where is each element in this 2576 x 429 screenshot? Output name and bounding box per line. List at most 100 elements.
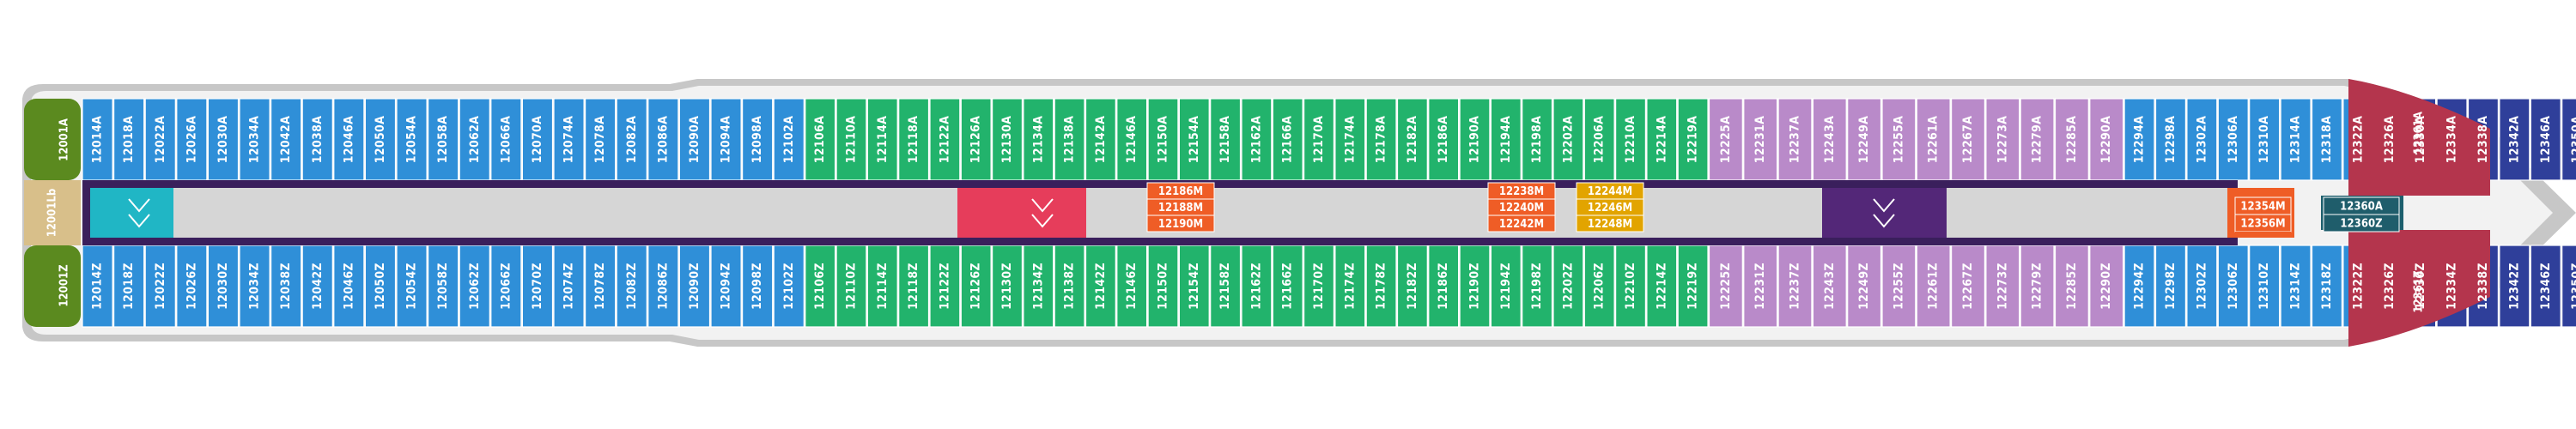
bottom-cabin[interactable]: [1023, 245, 1054, 328]
bottom-cabin[interactable]: [647, 245, 679, 328]
bottom-cabin[interactable]: [2530, 245, 2561, 328]
bottom-cabin[interactable]: [428, 245, 459, 328]
aft-top-cabin[interactable]: [24, 99, 81, 180]
bottom-cabin[interactable]: [333, 245, 365, 328]
bottom-cabin[interactable]: [2054, 245, 2089, 328]
bottom-cabin[interactable]: [1614, 245, 1646, 328]
bottom-cabin[interactable]: [144, 245, 176, 328]
top-cabin[interactable]: [553, 98, 585, 181]
center-cabin-block[interactable]: [1146, 214, 1215, 233]
top-cabin[interactable]: [1210, 98, 1242, 181]
bottom-cabin[interactable]: [2089, 245, 2124, 328]
bottom-cabin[interactable]: [1881, 245, 1917, 328]
bottom-cabin[interactable]: [490, 245, 522, 328]
top-cabin[interactable]: [1084, 98, 1116, 181]
bottom-cabin[interactable]: [1428, 245, 1460, 328]
bottom-cabin[interactable]: [1708, 245, 1743, 328]
top-cabin[interactable]: [1303, 98, 1334, 181]
top-cabin[interactable]: [991, 98, 1023, 181]
bottom-cabin[interactable]: [521, 245, 554, 328]
bottom-cabin[interactable]: [1985, 245, 2020, 328]
top-cabin[interactable]: [2054, 98, 2089, 181]
top-cabin[interactable]: [1241, 98, 1273, 181]
top-cabin[interactable]: [1881, 98, 1917, 181]
bottom-cabin[interactable]: [1583, 245, 1615, 328]
bottom-cabin[interactable]: [1272, 245, 1303, 328]
bottom-cabin[interactable]: [1646, 245, 1678, 328]
top-cabin[interactable]: [239, 98, 270, 181]
bottom-cabin[interactable]: [1522, 245, 1553, 328]
top-cabin[interactable]: [1646, 98, 1678, 181]
top-cabin[interactable]: [647, 98, 679, 181]
top-cabin[interactable]: [1054, 98, 1085, 181]
top-cabin[interactable]: [2561, 98, 2576, 181]
top-cabin[interactable]: [490, 98, 522, 181]
top-cabin[interactable]: [113, 98, 145, 181]
top-cabin[interactable]: [1552, 98, 1584, 181]
bottom-cabin[interactable]: [1812, 245, 1847, 328]
bottom-cabin[interactable]: [459, 245, 490, 328]
bottom-cabin[interactable]: [2561, 245, 2576, 328]
bottom-cabin[interactable]: [2280, 245, 2312, 328]
top-cabin[interactable]: [2249, 98, 2281, 181]
bottom-cabin[interactable]: [1951, 245, 1986, 328]
top-cabin[interactable]: [1147, 98, 1179, 181]
top-cabin[interactable]: [2217, 98, 2249, 181]
purple-service-block[interactable]: [1822, 188, 1947, 238]
top-cabin[interactable]: [1777, 98, 1813, 181]
top-cabin[interactable]: [459, 98, 490, 181]
top-cabin[interactable]: [1116, 98, 1148, 181]
bottom-cabin[interactable]: [2123, 245, 2155, 328]
top-cabin[interactable]: [333, 98, 365, 181]
bottom-cabin[interactable]: [1743, 245, 1778, 328]
bottom-cabin[interactable]: [710, 245, 742, 328]
bottom-cabin[interactable]: [2499, 245, 2530, 328]
bottom-cabin[interactable]: [960, 245, 992, 328]
bottom-cabin[interactable]: [1490, 245, 1522, 328]
top-cabin[interactable]: [710, 98, 742, 181]
bottom-cabin[interactable]: [1054, 245, 1085, 328]
bottom-cabin[interactable]: [82, 245, 113, 328]
bottom-cabin[interactable]: [2311, 245, 2343, 328]
top-cabin[interactable]: [1490, 98, 1522, 181]
bottom-cabin[interactable]: [678, 245, 711, 328]
bottom-cabin[interactable]: [1365, 245, 1397, 328]
bottom-cabin[interactable]: [1147, 245, 1179, 328]
bottom-cabin[interactable]: [270, 245, 302, 328]
top-cabin[interactable]: [866, 98, 898, 181]
top-cabin[interactable]: [960, 98, 992, 181]
bottom-cabin[interactable]: [866, 245, 898, 328]
bottom-cabin[interactable]: [1916, 245, 1951, 328]
bottom-cabin[interactable]: [1777, 245, 1813, 328]
top-cabin[interactable]: [616, 98, 647, 181]
bottom-cabin[interactable]: [805, 245, 836, 328]
top-cabin[interactable]: [2311, 98, 2343, 181]
top-cabin[interactable]: [1583, 98, 1615, 181]
top-cabin[interactable]: [898, 98, 930, 181]
top-cabin[interactable]: [1023, 98, 1054, 181]
top-cabin[interactable]: [428, 98, 459, 181]
top-cabin[interactable]: [1708, 98, 1743, 181]
bow-bottom-block[interactable]: [2348, 230, 2490, 347]
top-cabin[interactable]: [1365, 98, 1397, 181]
top-cabin[interactable]: [678, 98, 711, 181]
top-cabin[interactable]: [2499, 98, 2530, 181]
bottom-cabin[interactable]: [741, 245, 774, 328]
bottom-cabin[interactable]: [2249, 245, 2281, 328]
bottom-cabin[interactable]: [1178, 245, 1210, 328]
bottom-cabin[interactable]: [1210, 245, 1242, 328]
top-cabin[interactable]: [1334, 98, 1366, 181]
center-cabin-block[interactable]: [1576, 214, 1644, 233]
bottom-cabin[interactable]: [239, 245, 270, 328]
bottom-cabin[interactable]: [2020, 245, 2055, 328]
bottom-cabin[interactable]: [1241, 245, 1273, 328]
bottom-cabin[interactable]: [364, 245, 397, 328]
top-cabin[interactable]: [835, 98, 867, 181]
top-cabin[interactable]: [270, 98, 302, 181]
bottom-cabin[interactable]: [176, 245, 208, 328]
pink-lounge-block[interactable]: [957, 188, 1086, 238]
top-cabin[interactable]: [2123, 98, 2155, 181]
top-cabin[interactable]: [2089, 98, 2124, 181]
top-cabin[interactable]: [1916, 98, 1951, 181]
top-cabin[interactable]: [176, 98, 208, 181]
